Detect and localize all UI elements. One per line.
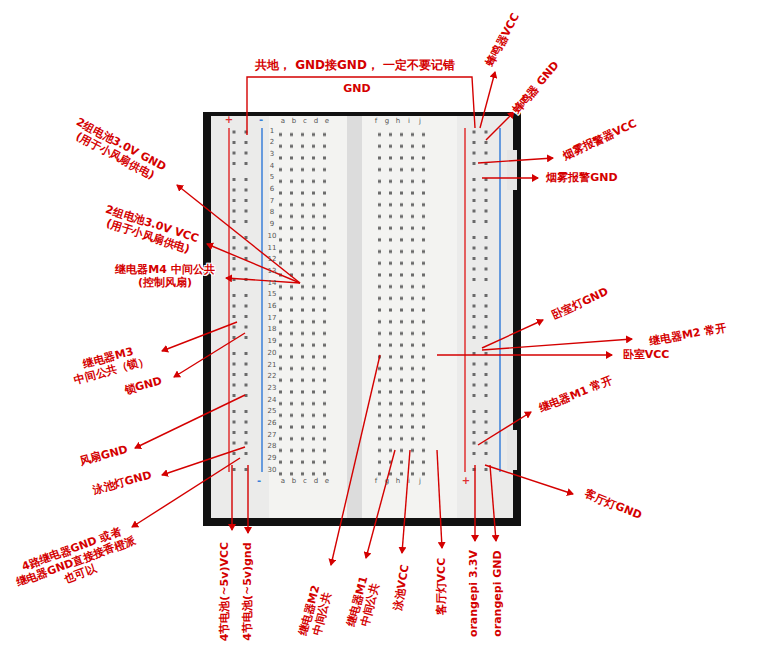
column-letter: a [281, 478, 285, 485]
column-letter: e [325, 478, 329, 485]
rail-minus: - [257, 476, 261, 486]
callout-label: 蜂鸣器 GND [510, 59, 561, 117]
row-number: 23 [268, 385, 277, 392]
row-number: 3 [270, 151, 274, 158]
column-letter: c [303, 118, 307, 125]
row-number: 6 [270, 186, 274, 193]
row-number: 12 [268, 256, 277, 263]
column-letter: b [292, 118, 296, 125]
row-number: 13 [268, 268, 277, 275]
callout-label: 继电器M2 中间公共 [294, 575, 338, 649]
row-number: 7 [270, 198, 274, 205]
callout-label: 继电器M1 常开 [538, 374, 615, 415]
rail-plus: + [225, 115, 233, 125]
callout-label: 客厅灯VCC [435, 558, 448, 616]
callout-label: 蜂鸣器VCC [484, 11, 523, 68]
callout-label: orangepi GND [490, 551, 503, 637]
row-number: 18 [268, 326, 277, 333]
callout-label: 2组电池3.0V GND (用于小风扇供电) [66, 114, 170, 186]
column-letter: d [314, 478, 318, 485]
callout-label: 烟雾报警GND [546, 171, 617, 184]
column-letter: c [303, 478, 307, 485]
row-number: 17 [268, 315, 277, 322]
row-number: 22 [268, 373, 277, 380]
row-number: 27 [268, 432, 277, 439]
callout-label: 继电器M2 常开 [649, 322, 728, 348]
column-letter: g [385, 478, 389, 485]
row-number: 25 [268, 408, 277, 415]
row-number: 16 [268, 303, 277, 310]
callout-label: orangepi 3.3V [467, 550, 480, 637]
callout-label: 烟雾报警器VCC [561, 117, 639, 163]
row-number: 14 [268, 280, 277, 287]
callout-label: 4节电池(~5v)gnd [240, 543, 253, 641]
callout-label: 锁GND [123, 375, 163, 398]
column-letter: b [292, 478, 296, 485]
row-number: 26 [268, 420, 277, 427]
callout-label: 风扇GND [78, 443, 129, 469]
row-number: 29 [268, 455, 277, 462]
callout-label: 客厅灯GND [583, 488, 644, 523]
row-number: 10 [268, 233, 277, 240]
rail-plus: + [462, 476, 470, 486]
column-letter: e [325, 118, 329, 125]
row-number: 28 [268, 443, 277, 450]
row-number: 15 [268, 291, 277, 298]
row-number: 11 [268, 245, 277, 252]
column-letter: f [375, 118, 377, 125]
column-letter: i [408, 118, 410, 125]
column-letter: g [385, 118, 389, 125]
row-number: 1 [270, 128, 274, 135]
callout-label: 继电器M1 中间公共 [342, 566, 386, 640]
row-number: 20 [268, 350, 277, 357]
callout-label: 卧室VCC [623, 348, 670, 361]
callout-label: 继电器M4 中间公共 (控制风扇) [109, 263, 221, 289]
row-number: 9 [270, 221, 274, 228]
callout-label: 泳池VCC [390, 564, 411, 612]
callout-label: 泳池灯GND [91, 469, 153, 497]
rail-minus: - [259, 115, 263, 125]
callout-label: 共地， GND接GND， 一定不要记错 [255, 58, 455, 72]
column-letter: i [408, 478, 410, 485]
row-number: 5 [270, 174, 274, 181]
callout-label: 2组电池3.0V VCC (用于小风扇供电) [96, 201, 203, 258]
column-letter: h [396, 478, 400, 485]
row-number: 4 [270, 163, 274, 170]
callout-label: 4路继电器GND 或者 继电器GND直接接香橙派 也可以 [3, 519, 148, 604]
row-number: 8 [270, 209, 274, 216]
callout-label: GND [343, 82, 370, 95]
row-number: 2 [270, 139, 274, 146]
row-number: 19 [268, 338, 277, 345]
column-letter: h [396, 118, 400, 125]
column-letter: j [419, 118, 421, 125]
callout-label: 4节电池(~5v)VCC [218, 542, 231, 641]
column-letter: d [314, 118, 318, 125]
callout-label: 卧室灯GND [550, 285, 610, 322]
column-letter: f [375, 478, 377, 485]
column-letter: a [281, 118, 285, 125]
row-number: 24 [268, 397, 277, 404]
row-number: 30 [268, 467, 277, 474]
column-letter: j [419, 478, 421, 485]
row-number: 21 [268, 362, 277, 369]
